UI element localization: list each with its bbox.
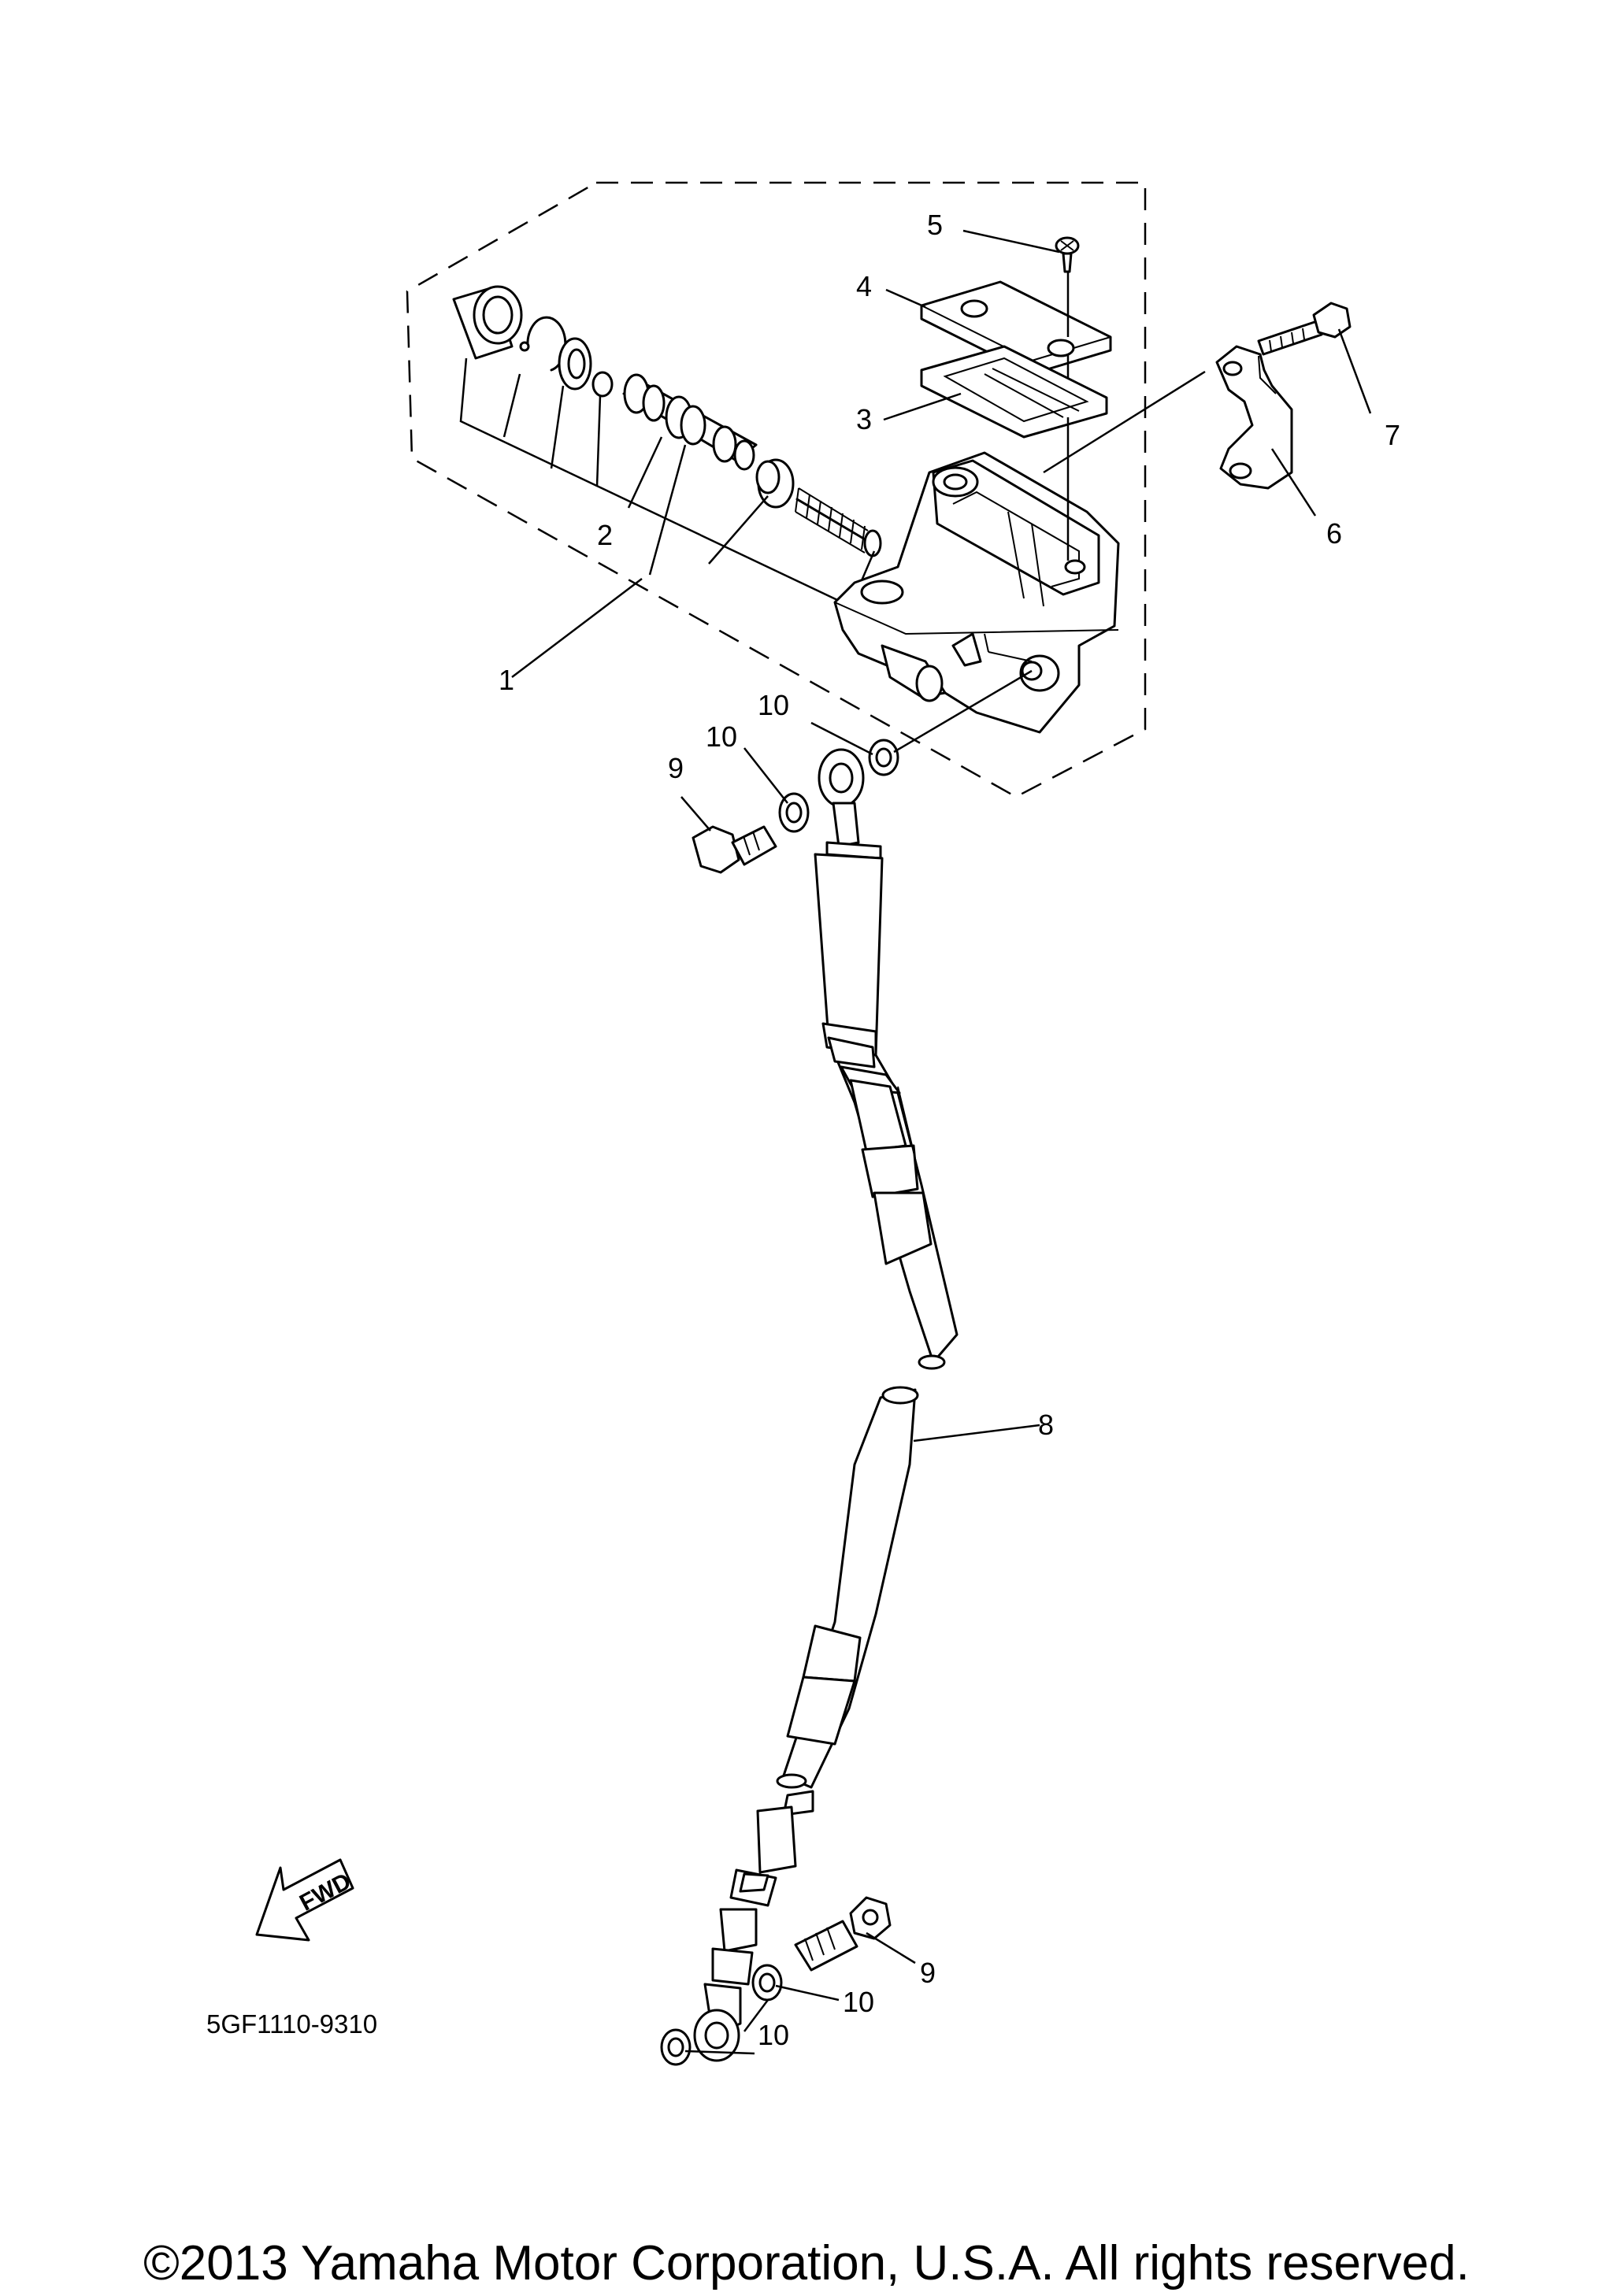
callout-labels: 1 2 3 4 5 6 7 8 9 9 10 10 10 10 (499, 209, 1400, 2051)
return-spring (795, 487, 882, 557)
callout-9-lower: 9 (920, 1957, 936, 1989)
union-bolt-lower (794, 1896, 892, 1972)
copyright-notice: ©2013 Yamaha Motor Corporation, U.S.A. A… (143, 2236, 1470, 2290)
callout-10-lower-left: 10 (758, 2019, 789, 2051)
master-cylinder-body (833, 451, 1120, 734)
callout-7: 7 (1385, 419, 1400, 451)
holder-bolt (1257, 302, 1352, 356)
fwd-arrow-icon: FWD (255, 1858, 355, 1942)
copper-washer-d (660, 2028, 692, 2066)
callout-10-upper-left: 10 (706, 720, 737, 753)
washer (558, 337, 592, 391)
callout-5: 5 (927, 209, 943, 241)
o-ring (591, 371, 614, 398)
assembly-boundary (406, 181, 1147, 798)
callout-8: 8 (1038, 1409, 1054, 1441)
callout-4: 4 (856, 270, 872, 302)
callout-10-lower-right: 10 (843, 1986, 874, 2018)
master-cylinder-kit-parts (452, 285, 882, 608)
copper-washer-c (751, 1964, 783, 2002)
diaphragm (920, 345, 1108, 439)
callout-3: 3 (856, 403, 872, 435)
callout-9-upper: 9 (668, 752, 684, 784)
leader-lines (511, 229, 1372, 2055)
piston-assembly (622, 373, 758, 471)
callout-10-upper-right: 10 (758, 689, 789, 721)
part-code: 5GF1110-9310 (206, 2009, 377, 2039)
brake-hose (693, 748, 959, 2062)
screw (1055, 236, 1080, 273)
holder-clamp (1215, 345, 1293, 490)
union-bolt-upper (692, 825, 777, 874)
callout-1: 1 (499, 664, 514, 696)
copper-washer-b (868, 739, 899, 776)
callout-2: 2 (597, 519, 613, 551)
callout-6: 6 (1326, 517, 1342, 550)
dust-boot (452, 285, 523, 360)
piston-cup (755, 458, 795, 509)
